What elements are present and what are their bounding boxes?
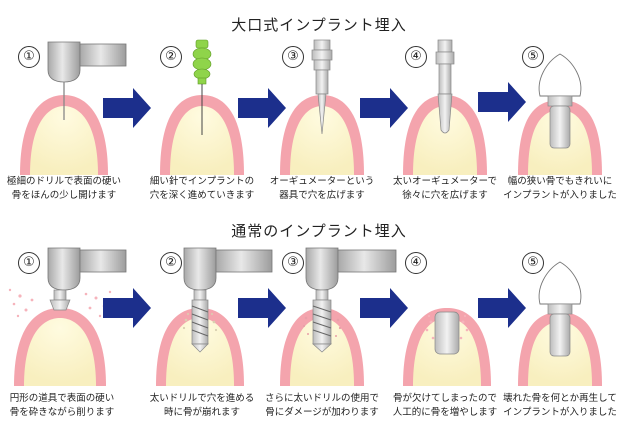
ridge-trephine-diagram [8,247,127,386]
step-caption: さらに太いドリルの使用で 骨にダメージが加わります [264,393,379,418]
step-caption: 骨が欠けてしまったので 人工的に骨を増やします [392,393,498,418]
arrow-right-icon [478,288,526,328]
ridge-needle-diagram [160,39,244,175]
step-number: ① [18,252,40,274]
step-number: ② [160,252,182,274]
bone-graft-diagram [403,308,491,386]
step-1-3: ③ オーギュメーターという 器具で穴を広げます [270,39,396,230]
step-number: ② [160,46,182,68]
step-caption: 太いドリルで穴を進める 時に骨が崩れます [149,393,255,418]
step-2-4: ④ 骨が欠けてしまったので 人工的に骨を増やします [393,246,519,432]
step-caption: 幅の狭い骨でもきれいに インプラントが入りました [503,176,617,201]
step-number: ③ [282,46,304,68]
step-caption: 太いオーギュメーターで 徐々に穴を広げます [393,176,497,201]
arrow-right-icon [238,288,286,328]
arrow-right-icon [238,88,286,128]
step-1-2: ② 細い針でインプラントの 穴を深く進めていきます [146,39,272,230]
section-title-1: 大口式インプラント埋入 [231,16,407,34]
arrow-right-icon [360,88,408,128]
section-title-2: 通常のインプラント埋入 [231,222,407,240]
step-2-5: ⑤ 壊れた骨を何とか再生して インプラントが入りました [503,246,638,432]
ridge-drill-collapse-diagram [156,247,273,386]
arrow-right-icon [103,88,151,128]
step-2-1: ① 円形の道具で表面の硬い 骨を砕きながら削ります [0,246,127,432]
step-1-5: ⑤ 幅の狭い骨でもきれいに インプラントが入りました [503,40,638,230]
step-caption: 細い針でインプラントの 穴を深く進めていきます [149,176,255,201]
step-1-4: ④ 太いオーギュメーターで 徐々に穴を広げます [393,39,519,230]
implant-result-diagram [518,53,602,175]
ridge-wide-drill-diagram [280,247,397,386]
ridge-drill-diagram [20,41,127,175]
step-2-3: ③ さらに太いドリルの使用で 骨にダメージが加わります [265,246,397,432]
step-number: ④ [405,46,427,68]
step-number: ⑤ [522,46,544,68]
arrow-right-icon [360,288,408,328]
arrow-right-icon [103,288,151,328]
arrow-right-icon [478,82,526,122]
step-caption: 極細のドリルで表面の硬い 骨をほんの少し開けます [6,176,121,201]
step-number: ③ [282,252,304,274]
step-number: ⑤ [522,252,544,274]
implant-result-diagram [518,261,602,386]
step-caption: 円形の道具で表面の硬い 骨を砕きながら削ります [9,393,115,418]
ridge-wide-osteotome-diagram [403,39,487,175]
step-2-2: ② 太いドリルで穴を進める 時に骨が崩れます [146,246,273,432]
step-number: ① [18,46,40,68]
step-caption: 壊れた骨を何とか再生して インプラントが入りました [503,393,617,418]
step-caption: オーギュメーターという 器具で穴を広げます [269,176,375,201]
ridge-osteotome-diagram [280,39,364,175]
step-1-1: ① 極細のドリルで表面の硬い 骨をほんの少し開けます [0,40,127,230]
step-number: ④ [405,252,427,274]
